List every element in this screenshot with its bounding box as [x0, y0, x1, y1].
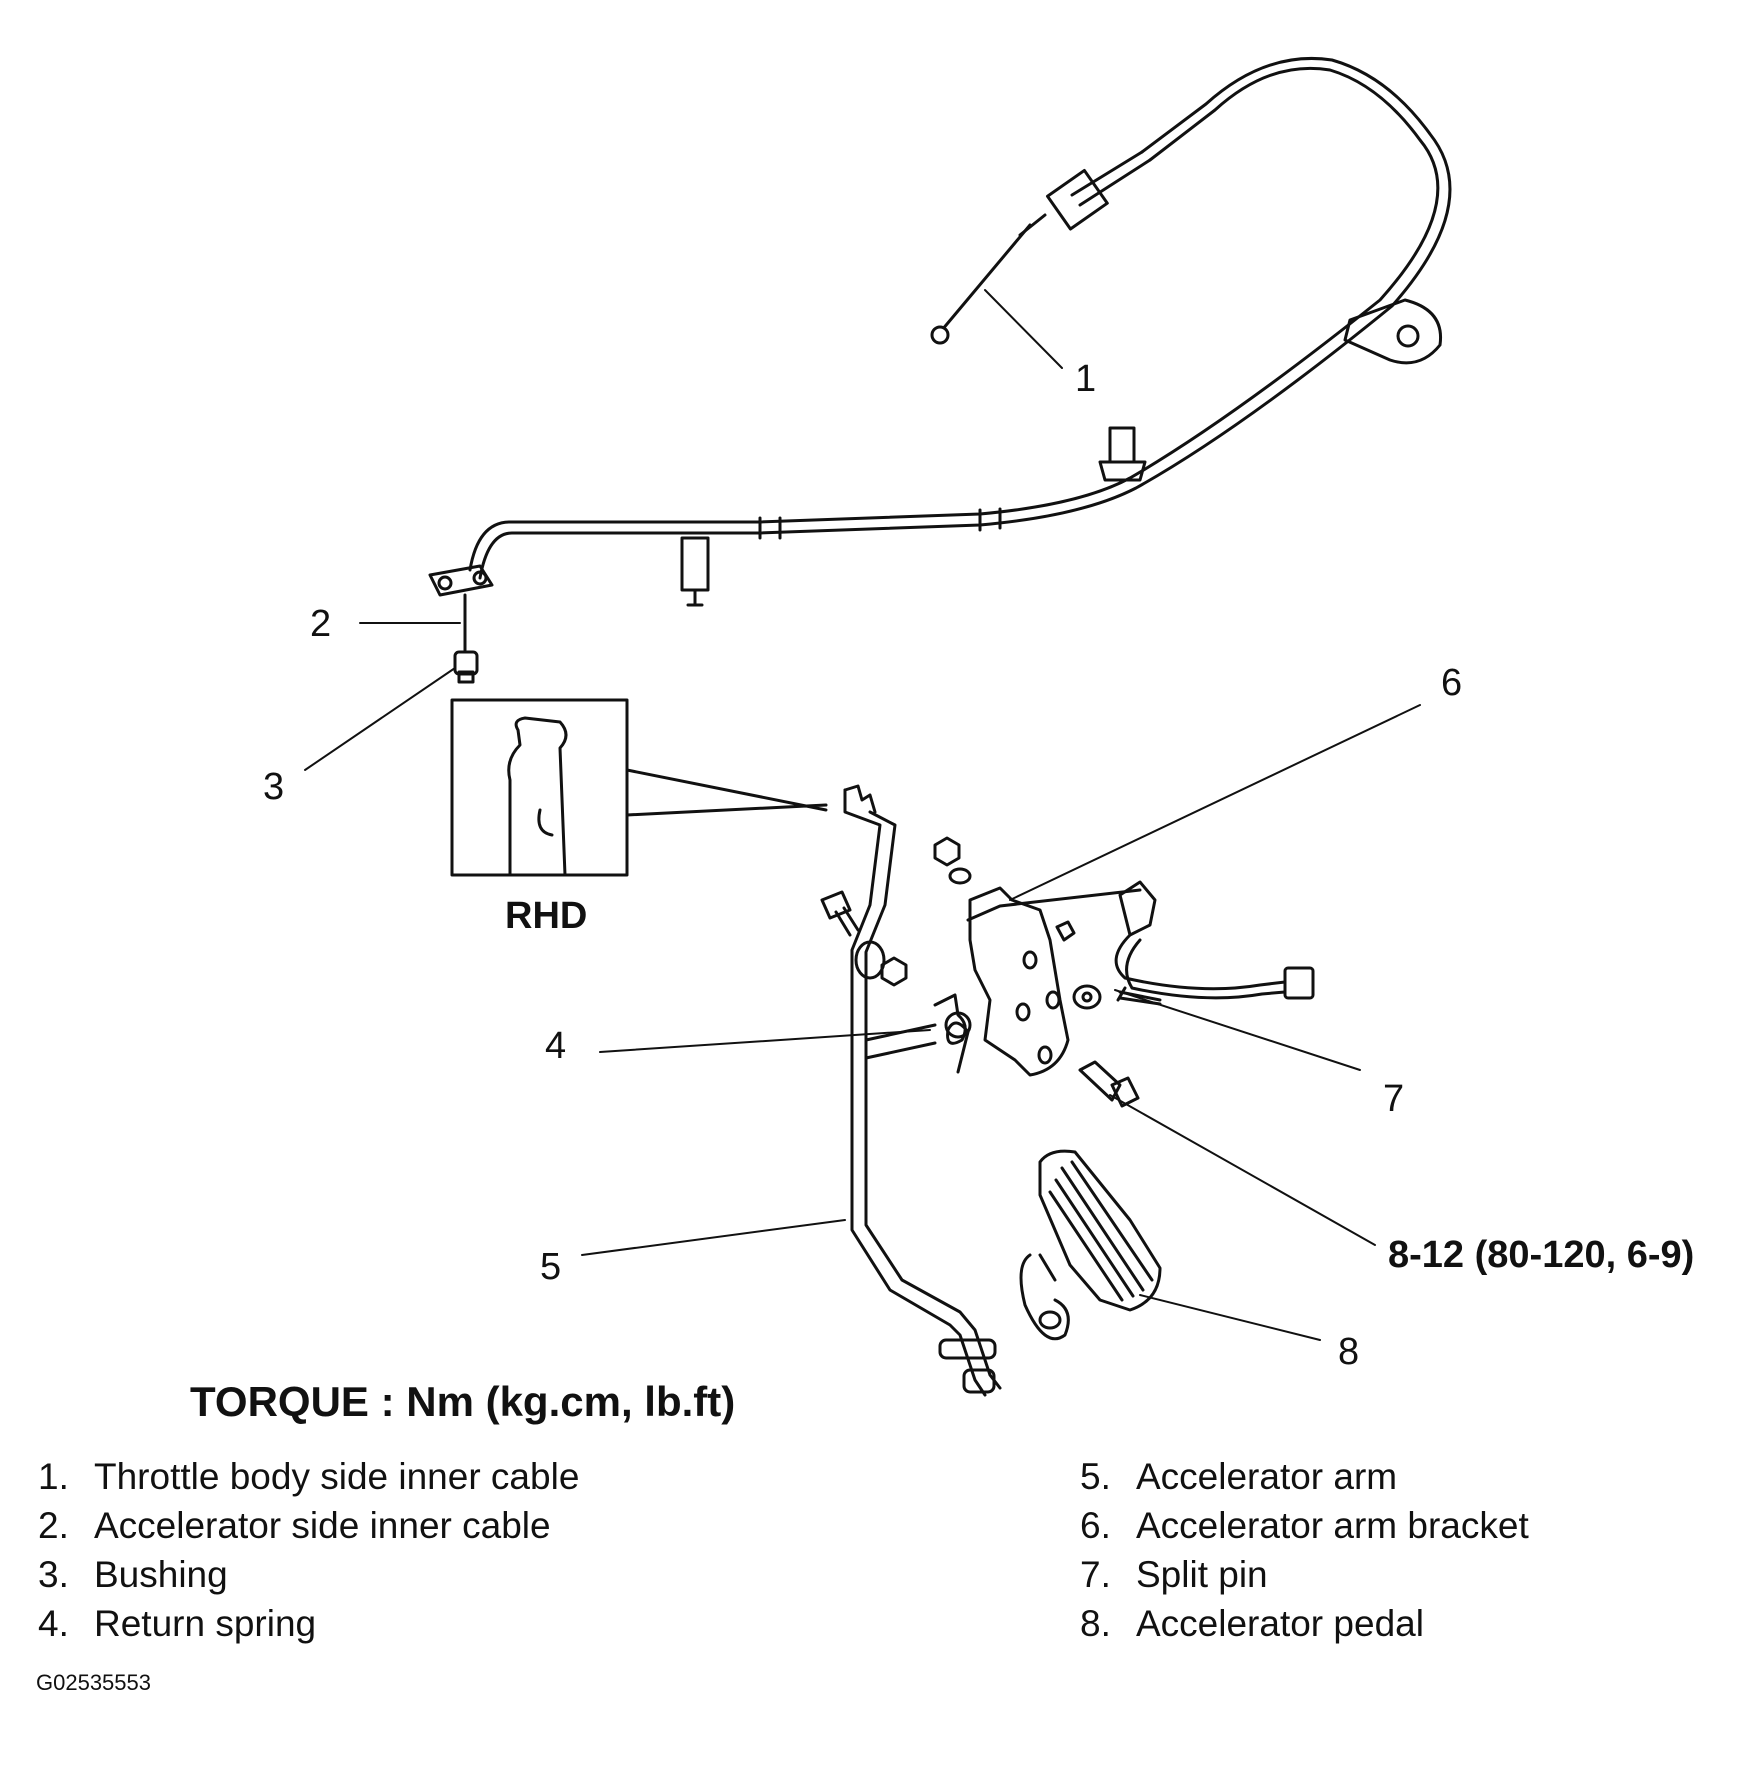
- legend-text: Accelerator pedal: [1136, 1602, 1424, 1644]
- callout-5: 5: [540, 1246, 562, 1288]
- callout-6: 6: [1441, 662, 1463, 704]
- legend-number: 4.: [38, 1602, 69, 1644]
- legend-text: Accelerator side inner cable: [94, 1504, 551, 1546]
- legend-item: 4. Return spring: [38, 1599, 579, 1648]
- callout-leaders: [304, 289, 1421, 1341]
- accelerator-pedal: [1019, 1149, 1162, 1341]
- callout-4: 4: [545, 1025, 567, 1067]
- legend-item: 2. Accelerator side inner cable: [38, 1501, 579, 1550]
- inset-label-rhd: RHD: [505, 895, 588, 937]
- callout-1: 1: [1075, 358, 1097, 400]
- accelerator-cable: [428, 56, 1452, 684]
- figure-id: G02535553: [36, 1670, 151, 1695]
- legend-number: 2.: [38, 1504, 69, 1546]
- legend-number: 6.: [1080, 1504, 1111, 1546]
- legend-text: Return spring: [94, 1602, 317, 1644]
- legend-item: 8. Accelerator pedal: [1080, 1599, 1529, 1648]
- legend-text: Bushing: [94, 1553, 228, 1595]
- legend-text: Split pin: [1136, 1553, 1268, 1595]
- legend-text: Accelerator arm: [1136, 1455, 1398, 1497]
- legend-number: 1.: [38, 1455, 69, 1497]
- legend-text: Accelerator arm bracket: [1136, 1504, 1529, 1546]
- accelerator-arm: [843, 784, 1002, 1397]
- accelerator-arm-bracket: [966, 880, 1315, 1077]
- pedal-stopper-bolt: [1078, 1060, 1140, 1108]
- rhd-inset: [450, 698, 828, 877]
- torque-spec: 8-12 (80-120, 6-9): [1388, 1234, 1695, 1276]
- legend-number: 5.: [1080, 1455, 1111, 1497]
- legend-text: Throttle body side inner cable: [94, 1455, 580, 1497]
- legend-item: 1. Throttle body side inner cable: [38, 1452, 579, 1501]
- legend-left-column: 1. Throttle body side inner cable 2. Acc…: [38, 1452, 579, 1648]
- legend-item: 6. Accelerator arm bracket: [1080, 1501, 1529, 1550]
- callout-7: 7: [1383, 1078, 1405, 1120]
- legend-item: 5. Accelerator arm: [1080, 1452, 1529, 1501]
- legend-right-column: 5. Accelerator arm 6. Accelerator arm br…: [1080, 1452, 1529, 1648]
- callout-2: 2: [310, 603, 332, 645]
- fastener-hardware: [820, 836, 1102, 1010]
- callout-3: 3: [263, 766, 285, 808]
- legend-number: 7.: [1080, 1553, 1111, 1595]
- legend-number: 3.: [38, 1553, 69, 1595]
- torque-title: TORQUE : Nm (kg.cm, lb.ft): [190, 1378, 736, 1425]
- callout-8: 8: [1338, 1331, 1360, 1373]
- legend-item: 3. Bushing: [38, 1550, 579, 1599]
- legend-item: 7. Split pin: [1080, 1550, 1529, 1599]
- legend-number: 8.: [1080, 1602, 1111, 1644]
- return-spring: [933, 993, 972, 1074]
